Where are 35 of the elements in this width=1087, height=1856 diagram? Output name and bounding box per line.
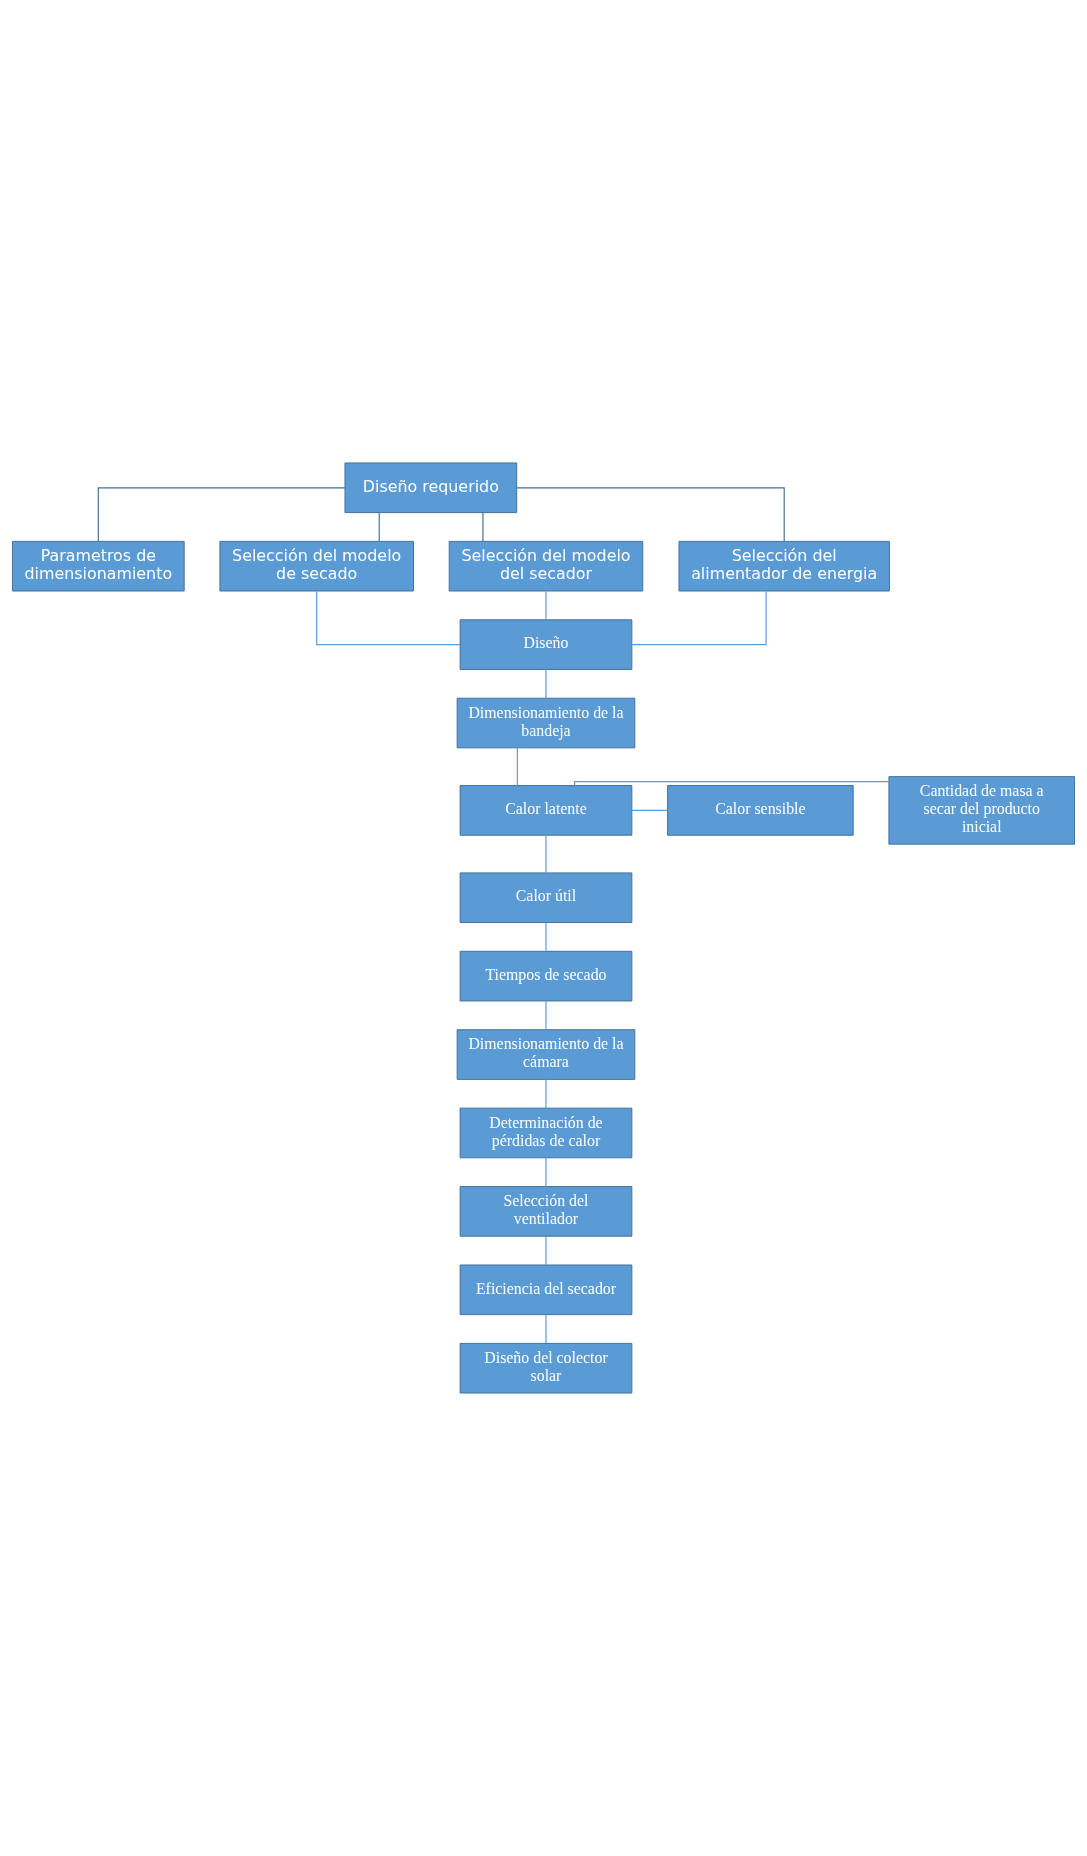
connector <box>545 590 547 621</box>
connector <box>545 922 547 952</box>
node-box: Dimensionamiento de la cámara <box>456 1029 636 1080</box>
node-box: Selección del alimentador de energia <box>678 540 890 592</box>
node-box: Diseño requerido <box>344 462 518 514</box>
connector <box>545 1314 547 1344</box>
node-box: Eficiencia del secador <box>459 1264 633 1316</box>
node-box: Selección del modelo de secado <box>219 540 414 592</box>
node-box: Selección del ventilador <box>459 1186 633 1237</box>
connector <box>545 669 547 699</box>
connector <box>516 487 785 542</box>
connector <box>316 590 461 646</box>
node-box: Tiempos de secado <box>459 950 633 1002</box>
connector <box>574 781 890 786</box>
connector <box>545 1000 547 1031</box>
connector <box>482 512 484 542</box>
connector <box>378 512 380 542</box>
node-box: Determinación de pérdidas de calor <box>459 1107 633 1159</box>
node-box: Calor útil <box>459 872 633 924</box>
connector <box>516 747 518 787</box>
node-box: Diseño del colector solar <box>459 1342 633 1394</box>
node-box: Selección del modelo del secador <box>448 540 644 592</box>
node-box: Diseño <box>459 619 633 670</box>
node-box: Parametros de dimensionamiento <box>11 540 185 592</box>
connector <box>631 809 668 811</box>
connector <box>545 1157 547 1188</box>
node-box: Cantidad de masa a secar del producto inicial <box>888 776 1076 845</box>
connector <box>97 487 346 542</box>
connector <box>545 1236 547 1266</box>
connector <box>631 590 767 646</box>
connector <box>545 835 547 874</box>
node-box: Dimensionamiento de la bandeja <box>456 697 636 749</box>
connector <box>545 1079 547 1109</box>
node-box: Calor latente <box>459 785 633 836</box>
node-box: Calor sensible <box>667 785 854 836</box>
